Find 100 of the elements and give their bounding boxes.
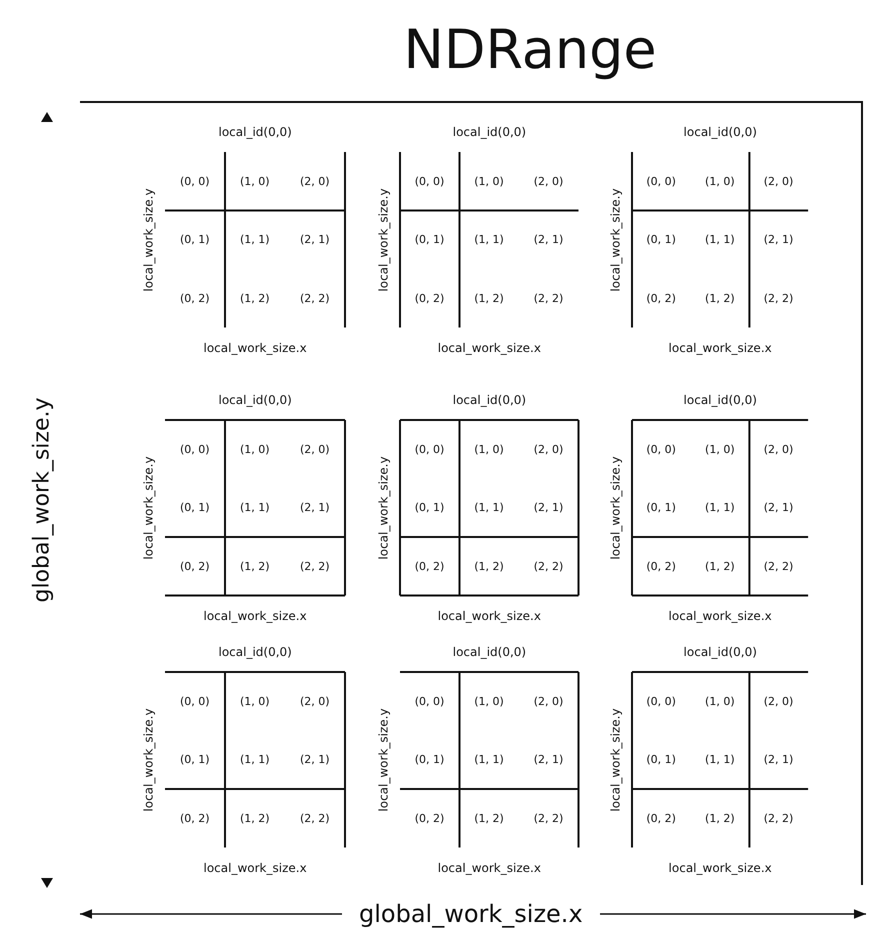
work-item-id: (2, 2) [764,812,794,824]
axis-label: local_work_size.y [377,456,390,560]
work-item-id: (1, 0) [474,696,504,707]
axis-label: local_work_size.x [438,342,541,354]
work-item-id: (2, 1) [300,234,330,246]
work-item-id: (1, 0) [474,176,504,187]
work-item-id: (0, 1) [646,502,676,514]
work-item-id: (0, 2) [646,292,676,304]
axis-label: local_work_size.y [142,456,154,560]
work-item-id: (1, 0) [705,696,735,707]
axis-label: local_work_size.x [204,610,307,622]
work-item-id: (0, 2) [646,812,676,824]
work-item-id: (2, 0) [300,696,330,707]
work-item-id: (1, 1) [240,754,270,766]
axis-label: local_work_size.x [438,610,541,622]
work-item-id: (2, 0) [764,176,794,187]
work-item-id: (0, 0) [646,444,676,455]
work-item-id: (2, 2) [534,812,564,824]
work-item-id: (1, 2) [705,292,735,304]
work-item-id: (1, 2) [474,812,504,824]
work-item-id: (1, 2) [705,812,735,824]
work-item-id: (1, 0) [240,696,270,707]
axis-label: local_work_size.x [668,610,772,622]
group-label: local_id(0,0) [218,126,292,138]
work-item-id: (1, 2) [240,292,270,304]
work-item-id: (0, 1) [180,754,210,766]
work-item-id: (0, 0) [180,444,210,455]
work-item-id: (0, 1) [646,234,676,246]
work-item-id: (0, 2) [180,292,210,304]
group-label: local_id(0,0) [452,126,526,138]
axis-label: local_work_size.x [668,342,772,354]
work-item-id: (1, 0) [240,176,270,187]
work-item-id: (2, 1) [534,754,564,766]
work-item-id: (2, 2) [300,292,330,304]
work-item-id: (1, 0) [240,444,270,455]
work-item-id: (0, 2) [414,292,444,304]
work-item-id: (0, 2) [646,560,676,572]
work-item-id: (2, 0) [300,444,330,455]
work-item-id: (1, 2) [240,812,270,824]
dimension-label: global_work_size.y [31,398,53,602]
diagram-title: NDRange [404,23,657,77]
work-item-id: (2, 1) [300,502,330,514]
work-item-id: (1, 1) [474,234,504,246]
work-item-id: (0, 0) [414,444,444,455]
axis-label: local_work_size.y [609,188,622,292]
work-item-id: (2, 0) [764,696,794,707]
group-label: local_id(0,0) [684,394,757,406]
axis-label: local_work_size.y [377,188,390,292]
work-item-id: (0, 2) [180,812,210,824]
work-item-id: (2, 0) [534,176,564,187]
work-item-id: (0, 1) [180,234,210,246]
work-item-id: (0, 1) [180,502,210,514]
work-item-id: (1, 2) [705,560,735,572]
group-label: local_id(0,0) [218,646,292,658]
work-item-id: (2, 2) [764,292,794,304]
work-item-id: (2, 2) [300,812,330,824]
work-item-id: (1, 0) [705,444,735,455]
work-item-id: (0, 2) [414,560,444,572]
work-item-id: (2, 0) [534,444,564,455]
work-item-id: (2, 2) [534,292,564,304]
work-item-id: (1, 0) [474,444,504,455]
work-item-id: (2, 1) [764,234,794,246]
axis-label: local_work_size.x [204,862,307,874]
axis-label: local_work_size.y [377,708,390,812]
work-item-id: (0, 2) [414,812,444,824]
work-item-id: (1, 1) [240,502,270,514]
dimension-label: global_work_size.x [359,902,583,926]
axis-label: local_work_size.y [142,188,154,292]
work-item-id: (2, 1) [300,754,330,766]
work-item-id: (0, 1) [646,754,676,766]
work-item-id: (0, 0) [646,696,676,707]
work-item-id: (1, 2) [240,560,270,572]
axis-label: local_work_size.x [438,862,541,874]
work-item-id: (1, 1) [474,754,504,766]
work-item-id: (0, 0) [180,176,210,187]
work-item-id: (1, 1) [474,502,504,514]
work-item-id: (0, 1) [414,502,444,514]
work-item-id: (0, 0) [414,696,444,707]
work-item-id: (1, 1) [240,234,270,246]
work-item-id: (0, 1) [414,754,444,766]
work-item-id: (2, 0) [300,176,330,187]
group-label: local_id(0,0) [684,646,757,658]
work-item-id: (2, 1) [534,502,564,514]
group-label: local_id(0,0) [452,646,526,658]
work-item-id: (0, 0) [180,696,210,707]
work-item-id: (1, 2) [474,560,504,572]
axis-label: local_work_size.y [609,708,622,812]
group-label: local_id(0,0) [218,394,292,406]
work-item-id: (2, 2) [764,560,794,572]
work-item-id: (0, 2) [180,560,210,572]
work-item-id: (0, 0) [646,176,676,187]
work-item-id: (1, 0) [705,176,735,187]
work-item-id: (2, 0) [764,444,794,455]
group-label: local_id(0,0) [684,126,757,138]
work-item-id: (2, 1) [764,502,794,514]
work-item-id: (0, 1) [414,234,444,246]
axis-label: local_work_size.x [668,862,772,874]
work-item-id: (2, 1) [764,754,794,766]
work-item-id: (2, 2) [300,560,330,572]
work-item-id: (1, 2) [474,292,504,304]
